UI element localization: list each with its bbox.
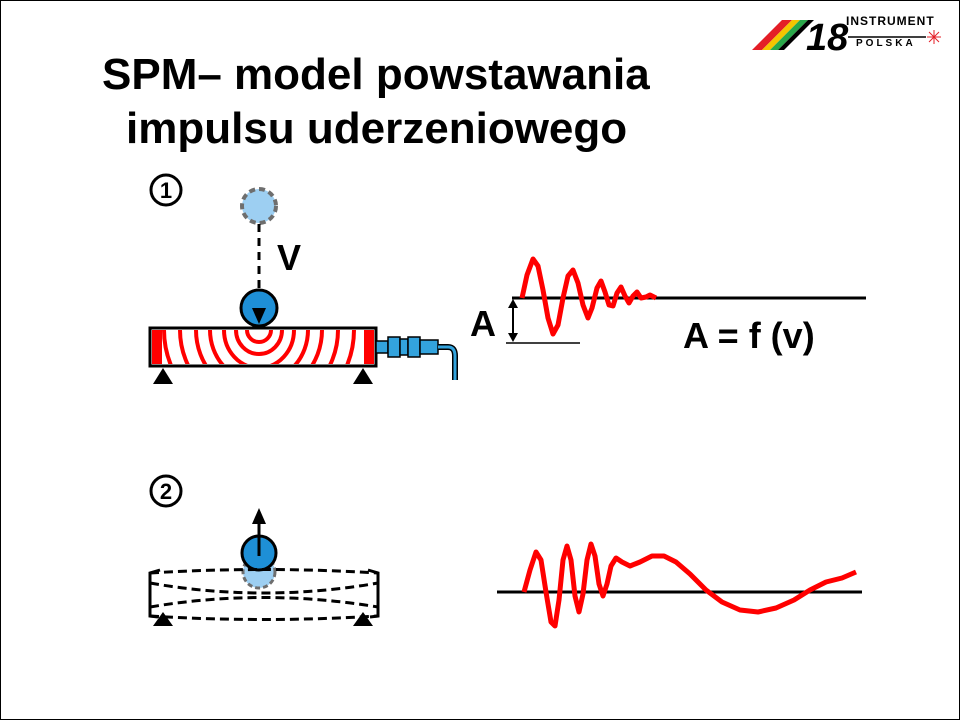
signal-2-waveform [521,541,857,629]
stress-waves [152,330,374,364]
step-1-number: 1 [160,178,172,203]
support-left-2 [153,612,173,626]
support-left [153,368,173,384]
support-right [353,368,373,384]
sensor-cable [438,344,458,380]
arrow-down-icon [252,308,266,324]
step-2-number-badge: 2 [149,474,183,508]
title-line-1: SPM– model powstawania [102,50,650,99]
step-2-number: 2 [160,479,172,504]
ball-start-position [240,187,278,225]
logo-word-instrument: INSTRUMENT [846,14,935,28]
signal-1-waveform [519,256,658,337]
support-right-2 [353,612,373,626]
logo-star-icon [927,30,941,44]
amplitude-label: A [470,303,496,344]
company-logo: 18 [752,17,941,59]
arrow-up-icon [252,508,266,524]
logo-stripes [752,20,814,50]
formula-label: A = f (v) [683,315,815,356]
title-line-2: impulsu uderzeniowego [126,104,628,153]
vibration-sensor [375,336,458,380]
step-1-number-badge: 1 [149,173,183,207]
slide-title: SPM– model powstawania impulsu uderzenio… [102,48,650,156]
beam-end-brackets [148,568,380,619]
amplitude-arrow [508,299,518,342]
velocity-label: V [277,237,301,278]
beam [148,326,378,368]
logo-word-polska: POLSKA [856,38,916,49]
logo-mark: 18 [806,17,849,59]
vibrating-beam [149,568,379,621]
